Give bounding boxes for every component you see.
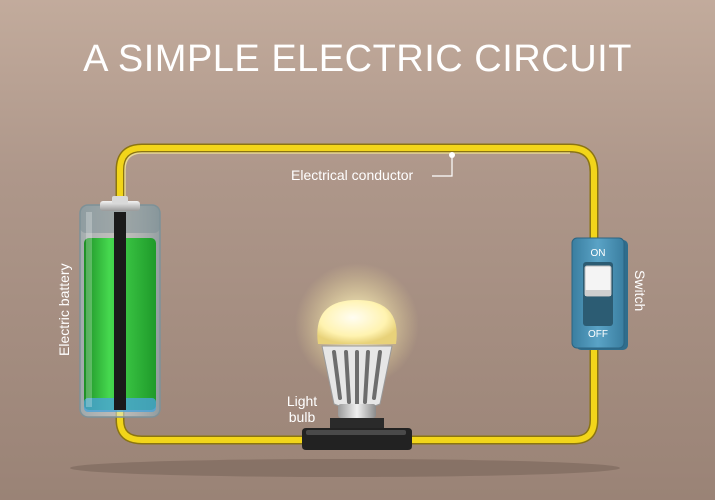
bulb-label: Light bulb [278,393,326,425]
switch-label: Switch [632,270,648,312]
ground-shadow [70,459,620,477]
battery-label: Electric battery [56,263,72,356]
light-bulb-icon [295,263,419,450]
conductor-pointer [432,152,455,177]
conductor-label: Electrical conductor [291,167,414,183]
diagram-title: A SIMPLE ELECTRIC CIRCUIT [83,38,632,80]
switch-off-label: OFF [588,329,608,340]
battery-icon [79,196,161,418]
bulb-label-line2: bulb [288,409,316,425]
bulb-label-line1: Light [286,393,318,409]
wire-icon [115,143,599,445]
switch-icon [571,237,628,350]
switch-on-label: ON [590,248,606,259]
